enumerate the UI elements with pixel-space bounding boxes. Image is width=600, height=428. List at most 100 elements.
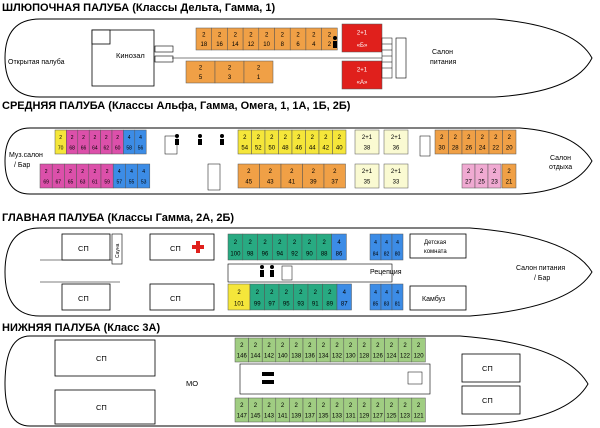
cabin-67[interactable]: 267 [51, 163, 65, 189]
cabin-38[interactable]: 2+138 [354, 129, 380, 155]
cabin-10[interactable]: 210 [258, 27, 275, 51]
cabin-28[interactable]: 228 [448, 129, 463, 155]
cabin-41[interactable]: 241 [280, 163, 303, 189]
cabin-89[interactable]: 289 [322, 283, 338, 311]
cabin-91[interactable]: 291 [307, 283, 323, 311]
cabin-87[interactable]: 487 [336, 283, 352, 311]
cabin-64[interactable]: 264 [88, 129, 101, 155]
cabin-39[interactable]: 239 [302, 163, 325, 189]
cabin-85[interactable]: 485 [369, 283, 382, 311]
cabin-70[interactable]: 270 [54, 129, 67, 155]
cabin-16[interactable]: 216 [211, 27, 228, 51]
cabin-68[interactable]: 268 [66, 129, 79, 155]
cabin-80[interactable]: 480 [391, 233, 404, 261]
cabin-36[interactable]: 2+136 [383, 129, 409, 155]
cabin-90[interactable]: 290 [301, 233, 318, 261]
cabin-14[interactable]: 214 [227, 27, 244, 51]
cabin-69[interactable]: 269 [39, 163, 53, 189]
cabin-5[interactable]: 25 [185, 60, 216, 84]
cabin-86[interactable]: 486 [331, 233, 347, 261]
cabin-97[interactable]: 297 [264, 283, 280, 311]
cabin-96[interactable]: 296 [257, 233, 273, 261]
cabin-30[interactable]: 230 [434, 129, 449, 155]
cabin-«Б»[interactable]: 2+1«Б» [341, 23, 383, 53]
cabin-18[interactable]: 218 [195, 27, 212, 51]
cabin-26[interactable]: 226 [461, 129, 476, 155]
cabin-1[interactable]: 21 [243, 60, 274, 84]
cabin-52[interactable]: 252 [251, 129, 266, 155]
cabin-23[interactable]: 223 [487, 163, 502, 189]
cabin-60[interactable]: 260 [111, 129, 124, 155]
cabin-33[interactable]: 2+133 [383, 163, 409, 189]
cabin-98[interactable]: 298 [242, 233, 258, 261]
cabin-57[interactable]: 457 [112, 163, 126, 189]
cabin-92[interactable]: 292 [286, 233, 303, 261]
cabin-63[interactable]: 263 [76, 163, 90, 189]
cabin-43[interactable]: 243 [259, 163, 282, 189]
cabin-95[interactable]: 295 [278, 283, 294, 311]
cabin-24[interactable]: 224 [475, 129, 490, 155]
cabin-53[interactable]: 453 [137, 163, 151, 189]
cabin-4[interactable]: 24 [305, 27, 322, 51]
cabin-50[interactable]: 250 [264, 129, 279, 155]
cabin-83[interactable]: 483 [380, 283, 393, 311]
cabin-«А»[interactable]: 2+1«А» [341, 60, 383, 90]
cabin-6[interactable]: 26 [289, 27, 307, 51]
cabin-25[interactable]: 225 [474, 163, 489, 189]
cabin-40[interactable]: 240 [332, 129, 347, 155]
cabin-61[interactable]: 261 [88, 163, 102, 189]
cabin-22[interactable]: 222 [488, 129, 503, 155]
cabin-93[interactable]: 293 [293, 283, 309, 311]
cabin-35[interactable]: 2+135 [354, 163, 380, 189]
cabin-66[interactable]: 266 [77, 129, 90, 155]
cabin-3[interactable]: 23 [214, 60, 245, 84]
cabin-84[interactable]: 484 [369, 233, 382, 261]
cabin-82[interactable]: 482 [380, 233, 393, 261]
cabin-21[interactable]: 221 [501, 163, 517, 189]
cabin-42[interactable]: 242 [318, 129, 333, 155]
cabin-20[interactable]: 220 [502, 129, 517, 155]
cabin-46[interactable]: 246 [291, 129, 306, 155]
cabin-55[interactable]: 455 [125, 163, 138, 189]
cabin-99[interactable]: 299 [249, 283, 265, 311]
cabin-45[interactable]: 245 [237, 163, 260, 189]
cabin-94[interactable]: 294 [272, 233, 288, 261]
cabin-56[interactable]: 456 [134, 129, 147, 155]
cabin-58[interactable]: 458 [123, 129, 136, 155]
cabin-62[interactable]: 262 [100, 129, 113, 155]
cabin-27[interactable]: 227 [461, 163, 476, 189]
cabin-37[interactable]: 237 [323, 163, 346, 189]
cabin-88[interactable]: 288 [316, 233, 332, 261]
cabin-12[interactable]: 212 [242, 27, 260, 51]
cabin-65[interactable]: 265 [64, 163, 77, 189]
